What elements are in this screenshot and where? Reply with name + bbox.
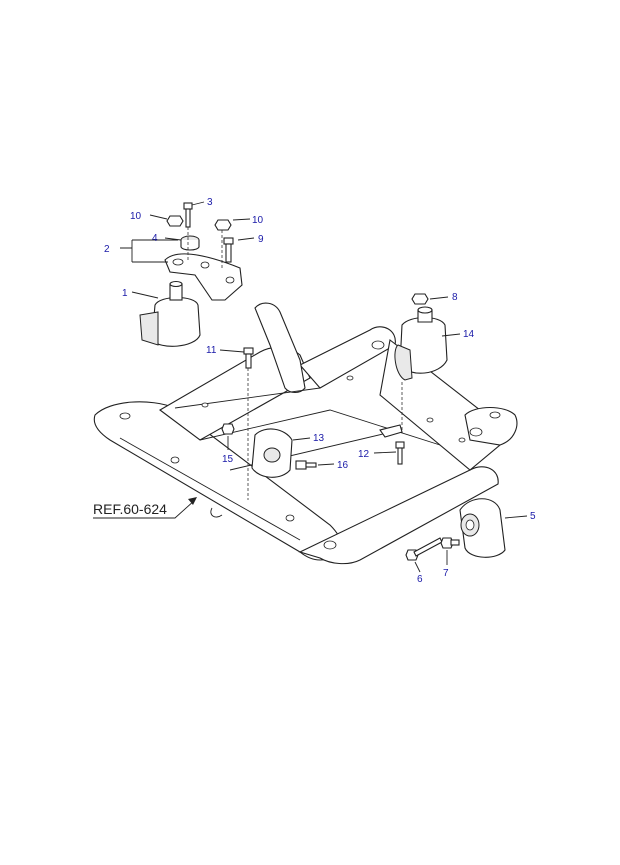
bolt-11	[243, 347, 254, 369]
roll-mount-13	[251, 428, 293, 478]
nut-8	[411, 293, 429, 305]
leader-lines	[93, 201, 528, 573]
callout-labels: 10 3 10 4 2 9 1 8 14 11 13 16 15 12 5 6 …	[93, 197, 536, 585]
callout-10-left: 10	[130, 211, 142, 222]
bolt-3	[183, 202, 193, 228]
nut-10-left	[166, 215, 184, 227]
washer-4	[180, 235, 200, 251]
bolt-9	[223, 237, 234, 263]
callout-6: 6	[417, 574, 423, 585]
front-mount-5	[459, 498, 506, 558]
bolt-7	[440, 537, 460, 549]
callout-3: 3	[207, 197, 213, 208]
engine-mount-1	[139, 280, 201, 347]
callout-15: 15	[222, 454, 234, 465]
callout-1: 1	[122, 288, 128, 299]
engine-mount-14	[394, 306, 448, 381]
callout-13: 13	[313, 433, 325, 444]
callout-16: 16	[337, 460, 349, 471]
nut-10-right	[214, 219, 232, 231]
callout-8: 8	[452, 292, 458, 303]
callout-9: 9	[258, 234, 264, 245]
reference-label: REF.60-624	[93, 501, 167, 517]
callout-7: 7	[443, 568, 449, 579]
bolt-12	[379, 424, 405, 465]
bolt-16	[295, 460, 317, 470]
callout-2: 2	[104, 244, 110, 255]
nut-15	[221, 423, 235, 435]
mount-bracket-2	[164, 253, 243, 301]
callout-12: 12	[358, 449, 370, 460]
bolt-6	[405, 537, 443, 561]
callout-10-right: 10	[252, 215, 264, 226]
callout-4: 4	[152, 233, 158, 244]
callout-14: 14	[463, 329, 475, 340]
callout-11: 11	[206, 345, 217, 356]
callout-5: 5	[530, 511, 536, 522]
